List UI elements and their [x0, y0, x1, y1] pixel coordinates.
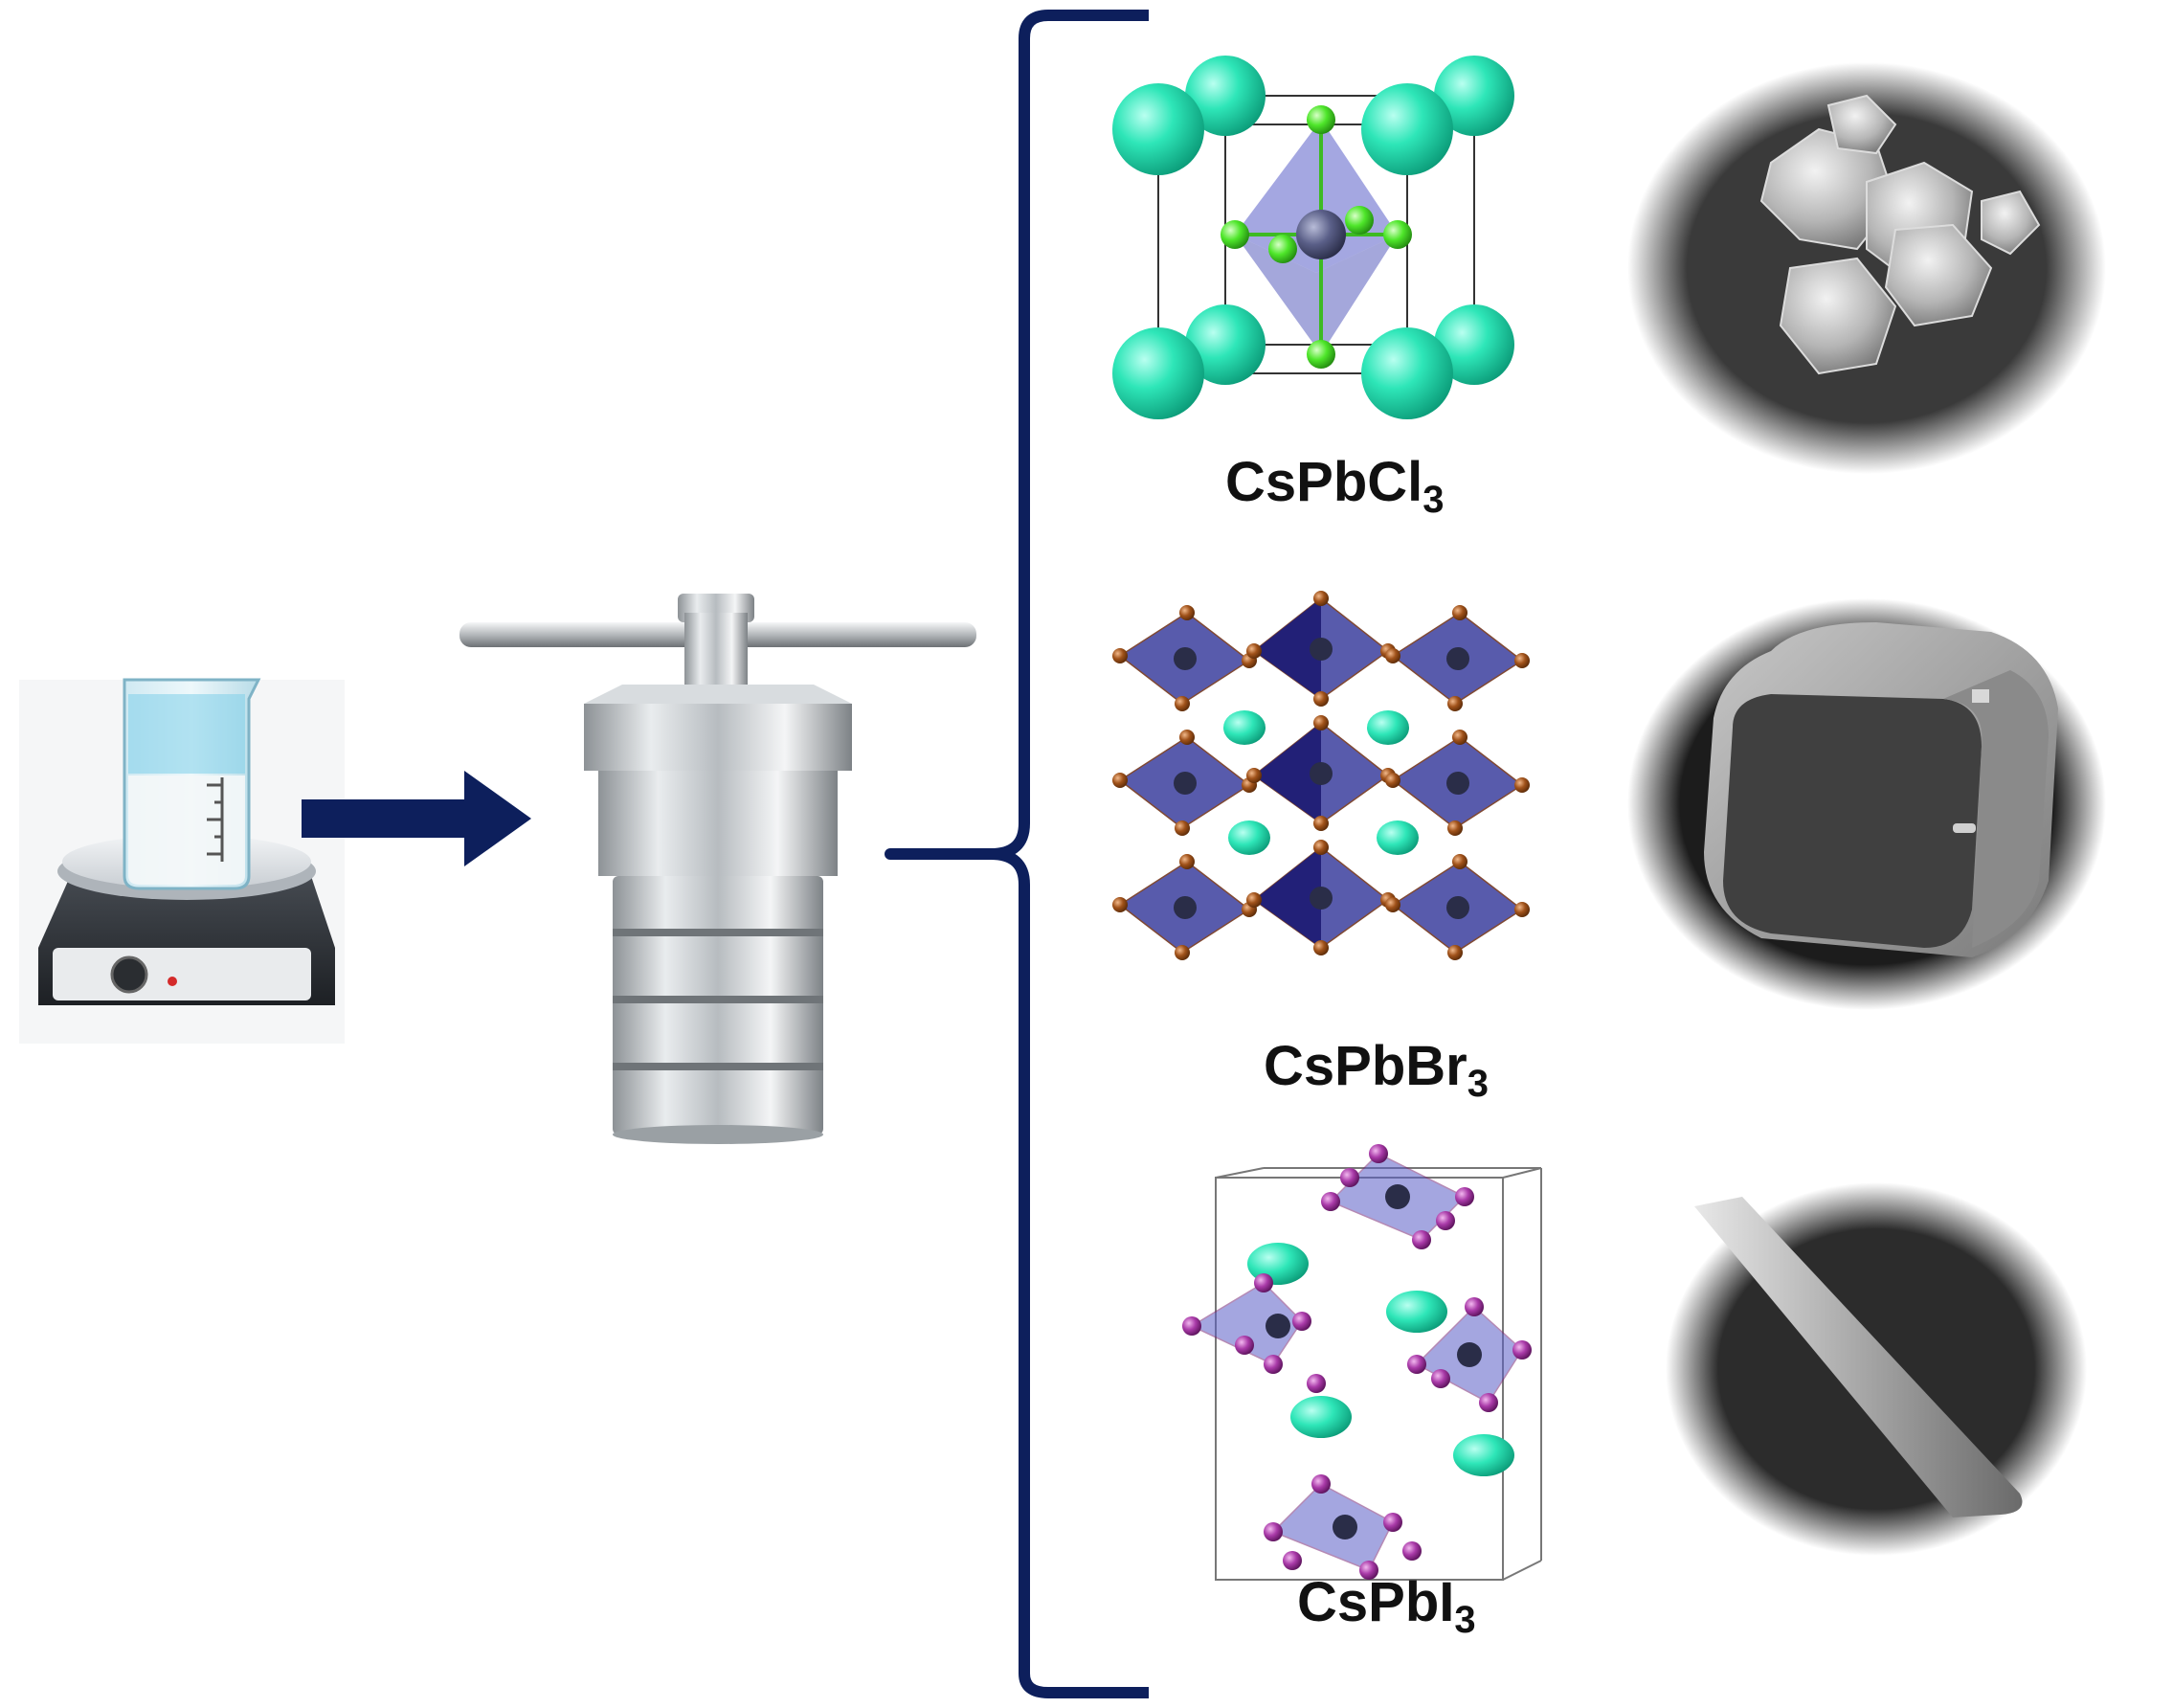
curly-brace-bracket — [885, 10, 1149, 1698]
control-knob-icon — [110, 955, 148, 994]
hot-plate-stirrer-with-beaker — [19, 678, 345, 1044]
sem-image-cspbbr3 — [1627, 598, 2106, 1010]
sem-image-cspbi3 — [1666, 1182, 2087, 1556]
cspbcl3-crystal-structure — [1112, 56, 1514, 419]
autoclave-reactor-icon — [459, 594, 976, 1144]
cspbcl3-label: CsPbCl3 — [1225, 451, 1445, 521]
autoclave-body — [598, 771, 838, 876]
indicator-light-icon — [168, 977, 177, 986]
cspbi3-crystal-structure — [1182, 1144, 1542, 1581]
control-panel — [53, 948, 311, 1000]
cspbi3-label: CsPbI3 — [1297, 1571, 1476, 1641]
cspbbr3-crystal-structure — [1112, 591, 1530, 960]
process-arrow-icon — [302, 771, 531, 866]
cspbbr3-label: CsPbBr3 — [1264, 1035, 1489, 1105]
sem-image-cspbcl3 — [1627, 62, 2106, 474]
